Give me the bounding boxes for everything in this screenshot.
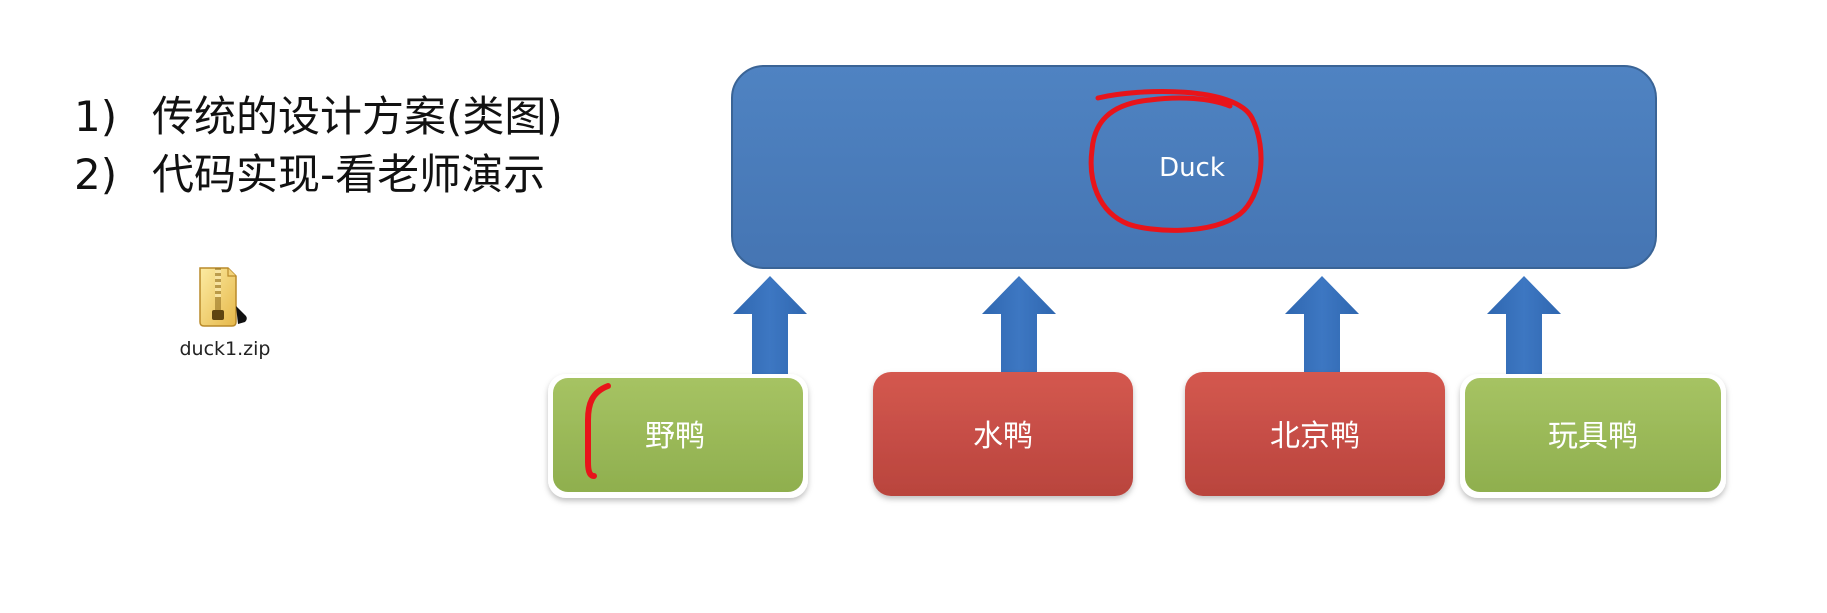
attachment-filename: duck1.zip bbox=[179, 338, 271, 360]
zip-file-attachment[interactable]: duck1.zip bbox=[160, 262, 290, 360]
child-class-label: 北京鸭 bbox=[1270, 419, 1360, 454]
parent-class-duck[interactable]: Duck bbox=[731, 65, 1657, 269]
child-class-beijing-duck[interactable] bbox=[1185, 372, 1445, 496]
inheritance-arrow bbox=[982, 276, 1056, 374]
child-class-label: 玩具鸭 bbox=[1548, 419, 1638, 454]
outline-item-number: 1) bbox=[74, 92, 118, 141]
child-class-wild-duck[interactable] bbox=[548, 374, 808, 498]
red-circle-annotation bbox=[1088, 89, 1264, 233]
outline-list: 1) 传统的设计方案(类图) 2) 代码实现-看老师演示 bbox=[74, 88, 563, 204]
child-class-toy-duck[interactable] bbox=[1460, 374, 1726, 498]
child-class-fill bbox=[873, 372, 1133, 496]
parent-class-box bbox=[731, 65, 1657, 269]
outline-item-text: 代码实现-看老师演示 bbox=[152, 150, 546, 199]
child-class-fill bbox=[553, 378, 803, 492]
inheritance-arrows bbox=[733, 276, 1561, 374]
parent-class-label: Duck bbox=[1159, 153, 1225, 183]
zip-folder-icon bbox=[199, 267, 247, 327]
inheritance-arrow bbox=[733, 276, 807, 374]
child-class-fill bbox=[1185, 372, 1445, 496]
red-bracket-annotation bbox=[585, 383, 611, 479]
inheritance-arrow bbox=[1285, 276, 1359, 374]
child-class-water-duck[interactable] bbox=[873, 372, 1133, 496]
outline-item-text: 传统的设计方案(类图) bbox=[152, 92, 563, 141]
child-class-fill bbox=[1465, 378, 1721, 492]
child-class-label: 野鸭 bbox=[645, 419, 705, 454]
outline-item: 2) 代码实现-看老师演示 bbox=[74, 146, 563, 204]
outline-item: 1) 传统的设计方案(类图) bbox=[74, 88, 563, 146]
inheritance-arrow bbox=[1487, 276, 1561, 374]
outline-item-number: 2) bbox=[74, 150, 118, 199]
child-class-label: 水鸭 bbox=[973, 419, 1033, 454]
